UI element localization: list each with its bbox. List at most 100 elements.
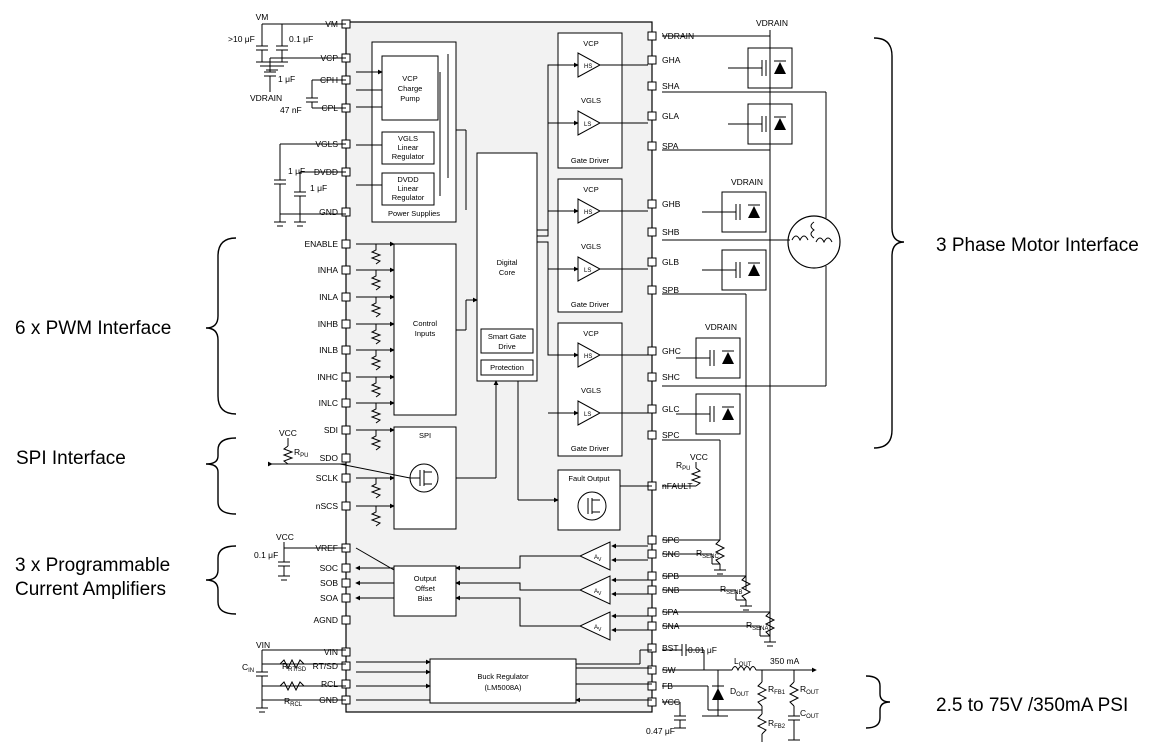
lout-label: LOUT [734,656,752,668]
output-offset-bias-block [393,565,457,617]
right-pin-label: SPC [662,430,679,440]
buck-regulator-block [429,658,577,704]
amp-label: AV [594,625,602,633]
bias-line2: Offset [415,584,436,593]
vref-external-wiring [278,542,395,581]
rrtsd-label: RRT/SD [282,661,307,673]
amp-callout-line1: 3 x Programmable [15,555,171,576]
brace-psu [865,675,891,729]
c001u-label: 0.01 μF [688,645,717,655]
right-pin-square [647,141,657,151]
left-pin-square [341,593,351,603]
vdrain-top-label: VDRAIN [756,18,788,28]
left-pin-label: INLB [319,345,338,355]
amp-output-line [455,555,580,571]
protection-block [480,359,534,376]
left-pin-label: INLA [319,292,338,302]
amp-output-line [455,580,580,591]
dout-diode-icon [712,685,724,700]
c1u-cp-label: 1 μF [278,74,295,84]
smart-gate-line1: Smart Gate [488,332,526,341]
left-pin-label: SCLK [316,473,339,483]
pulldown-resistor [370,430,382,451]
right-pin-square [647,585,657,595]
brace-group [205,37,905,729]
right-pin-square [647,346,657,356]
left-pin-label: INHA [318,265,339,275]
c1u-vgls-label: 1 μF [288,166,305,176]
mosfet-body-diode-icon [748,264,760,276]
vgls-label: VGLS [581,242,601,251]
buck-line1: Buck Regulator [477,672,529,681]
pulldown-resistor [370,297,382,318]
spi-label: SPI [419,431,431,440]
cin-label: CIN [242,662,254,674]
hs-label: HS [584,210,592,216]
amp-output-line [455,595,580,627]
right-pin-label: SHB [662,227,680,237]
left-pin-label: SOC [320,563,338,573]
rfb1-label: RFB1 [768,684,786,696]
left-pin-label: SDO [320,453,339,463]
brace-spi [205,437,237,515]
left-pin-square [341,345,351,355]
power-supply-wiring [356,54,467,210]
vm-label: VM [256,12,269,22]
left-pin-label: INLC [319,398,338,408]
right-pin-label: BST [662,643,679,653]
right-pin-label: GLC [662,404,679,414]
c1u-dvdd-label: 1 μF [310,183,327,193]
amp-label: AV [594,555,602,563]
vdrain-left-label: VDRAIN [250,93,282,103]
pulldown-resistor [370,377,382,398]
left-pin-square [341,265,351,275]
spi-interface-callout: SPI Interface [16,448,126,469]
left-pin-square [341,425,351,435]
gate-driver-label: Gate Driver [571,300,610,309]
left-pin-square [341,398,351,408]
rsena-label: RSENA [746,620,768,632]
fault-mosfet-icon [577,491,607,521]
smart-gate-drive-block [480,328,534,354]
vin-label: VIN [256,640,270,650]
left-pin-square [341,473,351,483]
dvdd-block-line3: Regulator [392,193,425,202]
right-pin-square [647,549,657,559]
left-pin-label: RT/SD [313,661,338,671]
current-amplifier-icon [578,541,611,571]
right-pin-square [647,227,657,237]
gate-driver-block [557,322,623,457]
right-pin-square [647,607,657,617]
right-pin-label: SHC [662,372,680,382]
vcc-fault-label: VCC [690,452,708,462]
right-pin-square [647,697,657,707]
mosfet-body-diode-icon [722,408,734,420]
right-pin-square [647,111,657,121]
fault-output-block [557,469,621,531]
spi-block [393,426,457,530]
c01u-vref-label: 0.1 μF [254,550,278,560]
left-pin-label: SDI [324,425,338,435]
cout-label: COUT [800,708,819,720]
pulldown-resistor [370,403,382,424]
control-inputs-line1: Control [413,319,438,328]
control-inputs-line2: Inputs [415,329,436,338]
brace-amp [205,545,237,615]
vgls-label: VGLS [581,96,601,105]
vgls-regulator-block [381,131,435,165]
sense-resistor-wiring [662,539,776,647]
pulldown-resistor [370,270,382,291]
left-pin-square [341,501,351,511]
left-pin-label: nSCS [316,501,339,511]
left-pin-label: AGND [313,615,338,625]
vgls-block-line3: Regulator [392,152,425,161]
right-pin-square [647,404,657,414]
amp-label: AV [594,589,602,597]
right-pin-label: GHB [662,199,681,209]
pulldown-resistor [370,478,382,499]
left-pin-square [341,578,351,588]
buck-line2: (LM5008A) [484,683,522,692]
gate-driver-label: Gate Driver [571,156,610,165]
fault-output-label: Fault Output [568,474,610,483]
